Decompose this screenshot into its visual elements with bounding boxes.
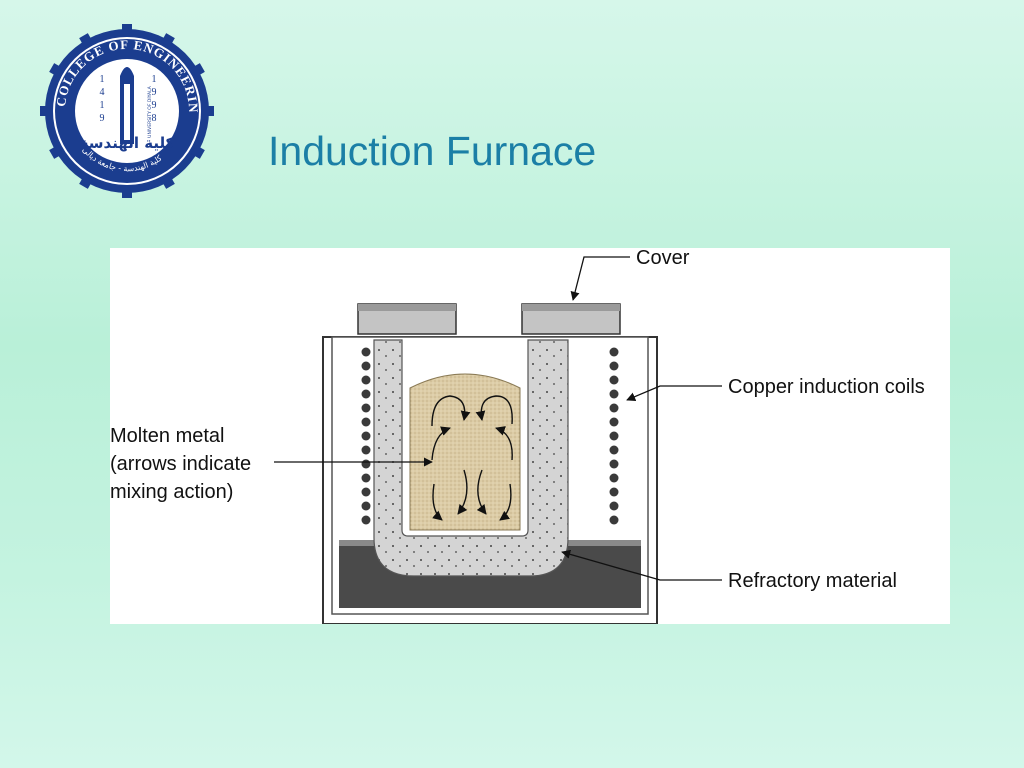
cover-left-shade [358,304,456,311]
coil-turn [361,431,371,441]
logo-year-digit: 1 [100,100,105,111]
mixing-arrows [431,395,513,521]
coil-turn [361,375,371,385]
mixing-arrow [475,395,513,425]
leader-lines [274,256,722,581]
refractory-lining [373,339,569,577]
molten-metal [409,373,521,531]
mixing-arrow [499,483,512,521]
induction-furnace-diagram: Cover Copper induction coils Molten meta… [110,248,950,624]
mixing-arrow [431,395,471,427]
mixing-arrow [432,483,443,521]
coil-turn [609,389,619,399]
label-molten-metal-note-2: mixing action) [110,481,233,503]
tower-icon: UNIVERSITY OF DIYALA [120,67,153,144]
label-molten-metal: Molten metal [110,425,225,447]
logo-year-digit: 9 [152,87,157,98]
logo-year-digit: 8 [152,113,157,124]
logo-year-digit: 1 [100,74,105,85]
mixing-arrow [457,469,468,515]
label-refractory: Refractory material [728,570,897,592]
coil-turn [361,347,371,357]
coil-turn [361,403,371,413]
coil-turn [361,361,371,371]
logo-year-digit: 9 [152,100,157,111]
slide-title: Induction Furnace [268,128,597,174]
coil-turn [609,403,619,413]
coils-leader [626,385,722,401]
logo-year-digit: 9 [100,113,105,124]
coil-turn [609,501,619,511]
coil-turn [361,473,371,483]
refractory-leader [561,549,722,581]
coil-turn [361,417,371,427]
coil-turn [361,515,371,525]
coil-turn [609,487,619,497]
coil-turn [609,347,619,357]
mixing-arrow [495,426,513,461]
mixing-arrow [476,469,487,515]
logo-emblem: COLLEGE OF ENGINEERING كلية الهندسة - جا… [34,12,214,198]
coil-turn [361,501,371,511]
label-cover: Cover [636,248,690,269]
mixing-arrow [431,426,451,461]
coil-turn [361,487,371,497]
cover-right-shade [522,304,620,311]
coil-turn [609,417,619,427]
coil-turn [361,459,371,469]
coil-turn [609,431,619,441]
coil-turn [609,515,619,525]
copper-coils [361,347,619,525]
cover-leader [570,256,630,301]
logo-year-digit: 1 [152,74,157,85]
furnace-svg: Cover Copper induction coils Molten meta… [110,248,925,624]
label-molten-metal-note-1: (arrows indicate [110,453,251,475]
coil-turn [361,389,371,399]
logo-tower-text: UNIVERSITY OF DIYALA [147,85,153,138]
label-copper-coils: Copper induction coils [728,376,925,398]
logo-arabic-text: كلية الهندسة [80,134,175,152]
coil-turn [609,375,619,385]
coil-turn [609,473,619,483]
coil-turn [609,445,619,455]
coil-turn [609,361,619,371]
coil-turn [361,445,371,455]
college-logo: COLLEGE OF ENGINEERING كلية الهندسة - جا… [34,12,214,198]
coil-turn [609,459,619,469]
logo-year-digit: 4 [100,87,105,98]
